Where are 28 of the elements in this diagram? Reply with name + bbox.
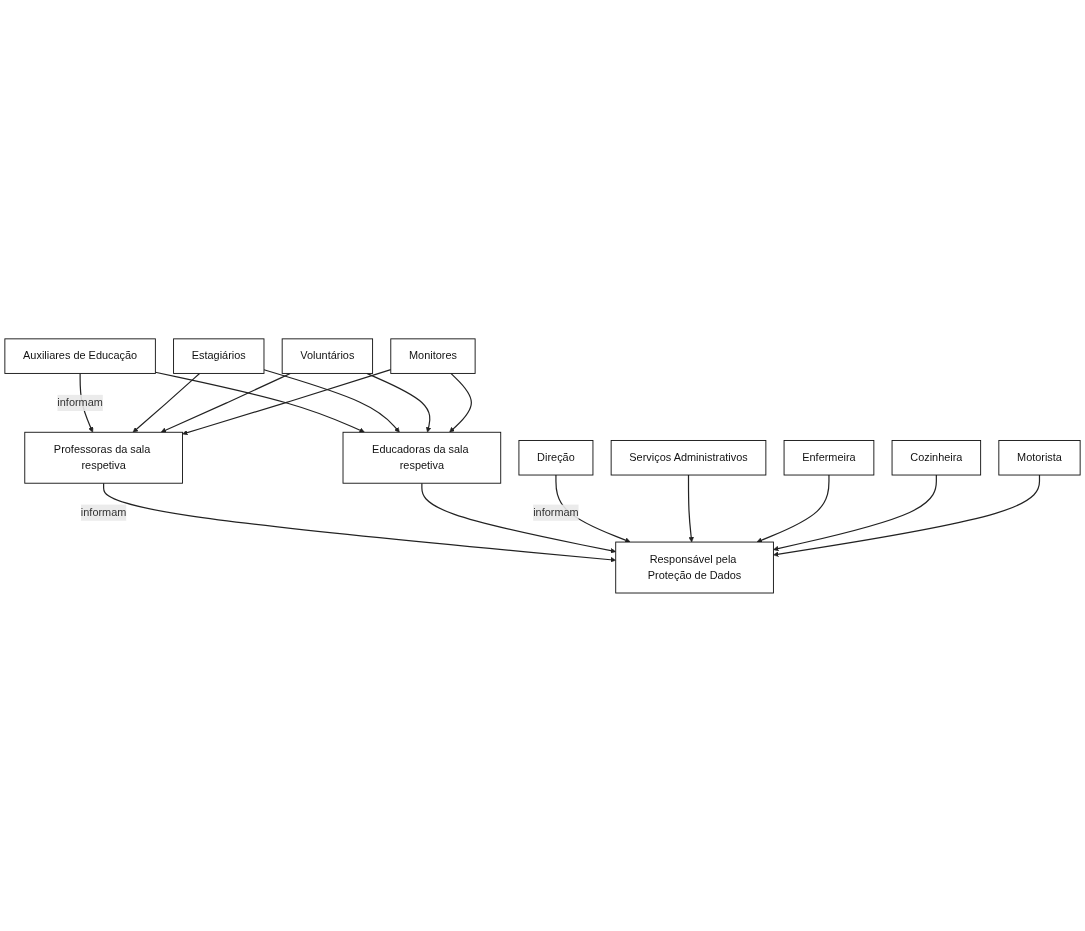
arrow [263, 368, 400, 433]
node-box: Estagiários [173, 337, 265, 374]
node-box: Responsável pela Proteção de Dados [615, 541, 774, 594]
node-box: Monitores [390, 337, 476, 374]
arrow [154, 371, 365, 433]
node-box: Serviços Administrativos [610, 439, 767, 476]
arrow [773, 474, 937, 551]
node-box: Voluntários [281, 337, 374, 374]
arrow [421, 482, 616, 553]
edge-label: informam [80, 505, 127, 518]
node-box: Motorista [998, 439, 1081, 476]
edge-label: informam [533, 505, 579, 518]
node-box: Cozinheira [891, 439, 982, 476]
arrow [103, 482, 616, 562]
edge-label: informam [57, 396, 103, 409]
node-box: Enfermeira [783, 439, 875, 476]
arrow [756, 474, 830, 543]
arrow [182, 368, 392, 435]
node-box: Educadoras da sala respetiva [342, 431, 502, 484]
node-box: Professoras da sala respetiva [24, 431, 183, 484]
arrow [449, 372, 472, 433]
arrow [773, 474, 1041, 557]
arrow [687, 474, 694, 542]
arrow [160, 372, 291, 433]
arrow [366, 372, 432, 433]
arrow [132, 372, 201, 433]
node-box: Direção [518, 439, 594, 476]
node-box: Auxiliares de Educação [4, 337, 156, 374]
